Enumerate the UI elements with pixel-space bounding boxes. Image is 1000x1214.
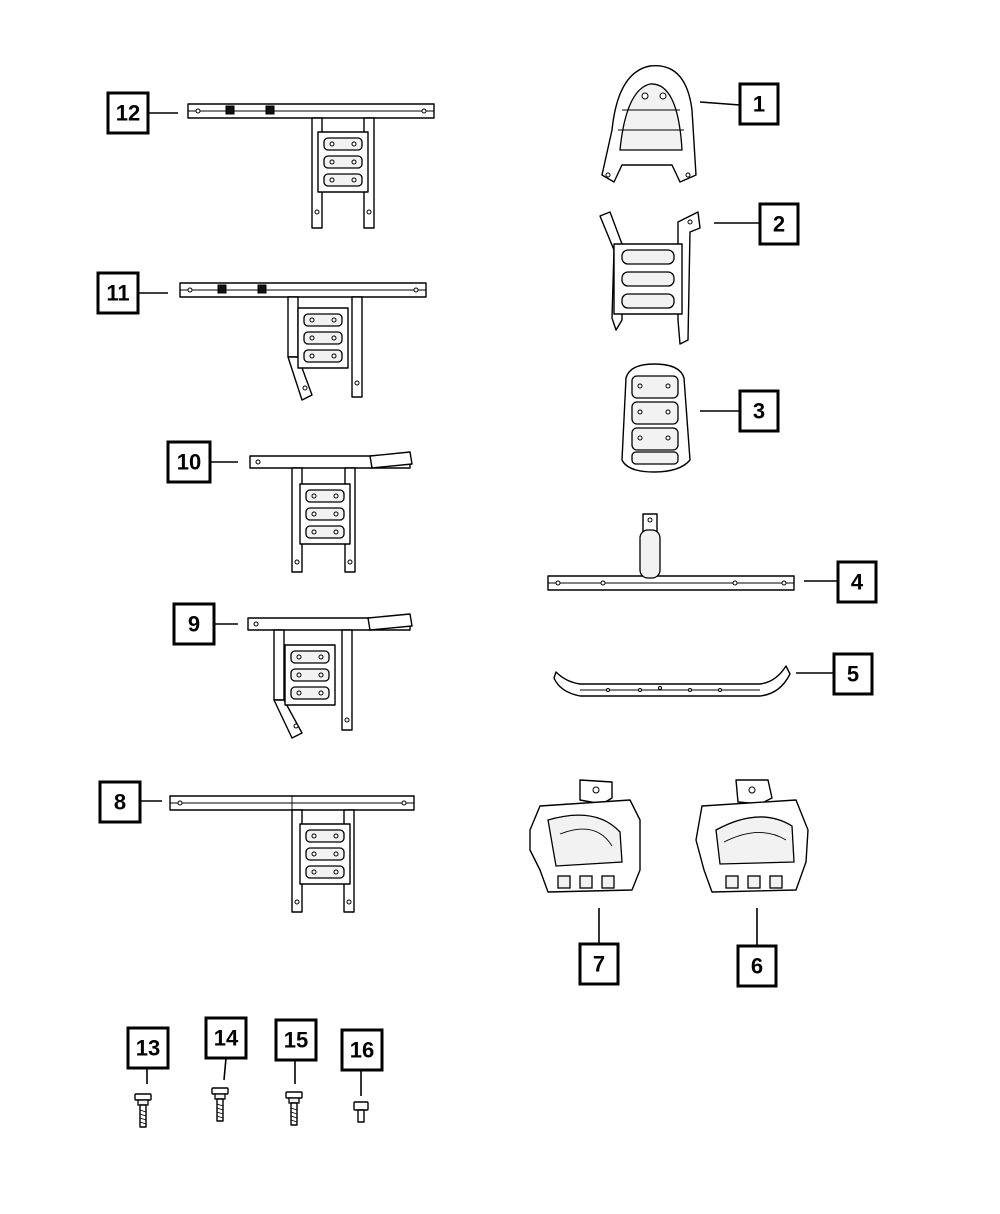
- part-2-drawing: [599, 211, 701, 345]
- callout-11: 11: [96, 271, 140, 315]
- leader-lines: [138, 101, 838, 1096]
- callout-8-label: 8: [114, 790, 126, 815]
- callout-2: 2: [758, 202, 800, 246]
- part-7-drawing: [529, 779, 641, 893]
- callout-13: 13: [126, 1026, 170, 1070]
- callout-6-label: 6: [751, 954, 763, 979]
- callout-16: 16: [340, 1028, 384, 1072]
- callout-10-label: 10: [177, 450, 201, 475]
- callout-7-label: 7: [593, 952, 605, 977]
- part-6-drawing: [695, 779, 809, 893]
- part-12-drawing: [187, 103, 435, 229]
- part-10-drawing: [249, 451, 413, 573]
- bolt-15-drawing: [285, 1091, 303, 1126]
- part-8-drawing: [169, 795, 415, 913]
- part-4-drawing: [547, 513, 795, 591]
- callout-6: 6: [736, 944, 778, 988]
- part-9-drawing: [247, 613, 413, 739]
- callout-7: 7: [578, 942, 620, 986]
- part-5-drawing: [553, 665, 791, 697]
- callout-10: 10: [166, 440, 212, 484]
- callout-8: 8: [98, 780, 142, 824]
- bolt-14-drawing: [211, 1087, 229, 1122]
- callout-15-label: 15: [284, 1028, 308, 1053]
- callout-4: 4: [836, 560, 878, 604]
- callout-9-label: 9: [188, 612, 200, 637]
- callout-9: 9: [172, 602, 216, 646]
- callout-14-label: 14: [214, 1026, 239, 1051]
- callout-12: 12: [106, 91, 150, 135]
- callout-15: 15: [274, 1018, 318, 1062]
- part-3-drawing: [621, 363, 691, 473]
- callout-5-label: 5: [847, 662, 859, 687]
- callout-1-label: 1: [753, 92, 765, 117]
- part-11-drawing: [179, 282, 427, 401]
- callout-16-label: 16: [350, 1038, 374, 1063]
- callout-4-label: 4: [851, 570, 864, 595]
- callout-3: 3: [738, 389, 780, 433]
- callout-13-label: 13: [136, 1036, 160, 1061]
- callout-12-label: 12: [116, 101, 140, 126]
- callout-3-label: 3: [753, 399, 765, 424]
- bolt-13-drawing: [134, 1093, 152, 1128]
- callout-11-label: 11: [106, 281, 129, 306]
- callout-1: 1: [738, 82, 780, 126]
- callout-2-label: 2: [773, 212, 785, 237]
- callout-5: 5: [832, 652, 874, 696]
- callout-14: 14: [204, 1016, 248, 1060]
- part-1-drawing: [601, 65, 697, 183]
- bolt-16-drawing: [353, 1101, 369, 1123]
